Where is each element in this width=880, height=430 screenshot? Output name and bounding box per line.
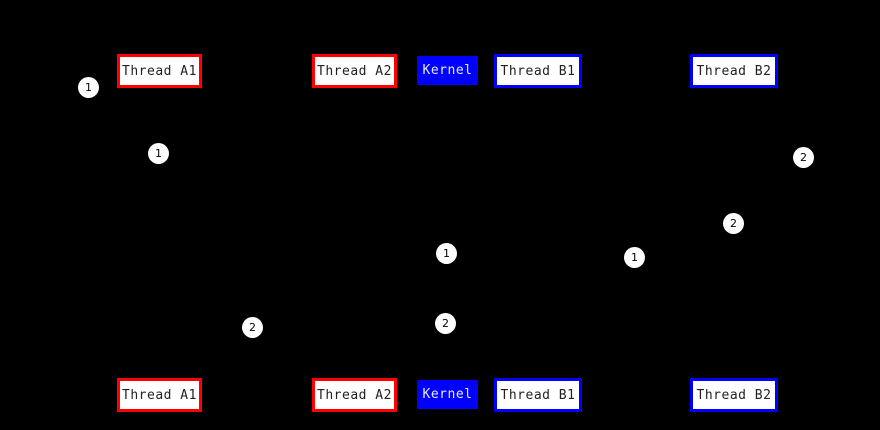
lifeline-thread-b1 (538, 88, 539, 378)
participant-bottom-thread-b2[interactable]: Thread B2 (690, 378, 778, 412)
step-marker-2: 1 (148, 143, 169, 164)
participant-bottom-thread-b1[interactable]: Thread B1 (494, 378, 582, 412)
step-marker-3: 2 (793, 147, 814, 168)
lifeline-kernel (447, 88, 448, 378)
step-marker-1: 1 (78, 77, 99, 98)
participant-bottom-kernel[interactable]: Kernel (417, 380, 478, 409)
message-arrow-5 (447, 258, 733, 259)
step-marker-5: 1 (436, 243, 457, 264)
step-marker-4: 2 (723, 213, 744, 234)
message-arrow-2 (447, 158, 733, 159)
participant-top-thread-a2[interactable]: Thread A2 (312, 54, 397, 88)
lifeline-thread-a1 (159, 88, 160, 378)
participant-top-thread-b1[interactable]: Thread B1 (494, 54, 582, 88)
lifeline-thread-a2 (354, 88, 355, 378)
message-arrow-3 (447, 225, 733, 226)
step-marker-6: 1 (624, 247, 645, 268)
participant-top-thread-a1[interactable]: Thread A1 (117, 54, 202, 88)
step-marker-7: 2 (242, 317, 263, 338)
participant-top-kernel[interactable]: Kernel (417, 56, 478, 85)
participant-bottom-thread-a2[interactable]: Thread A2 (312, 378, 397, 412)
step-marker-8: 2 (435, 313, 456, 334)
participant-bottom-thread-a1[interactable]: Thread A1 (117, 378, 202, 412)
message-arrow-4 (159, 255, 447, 256)
participant-top-thread-b2[interactable]: Thread B2 (690, 54, 778, 88)
message-arrow-7 (354, 325, 447, 326)
message-arrow-1 (159, 155, 447, 156)
